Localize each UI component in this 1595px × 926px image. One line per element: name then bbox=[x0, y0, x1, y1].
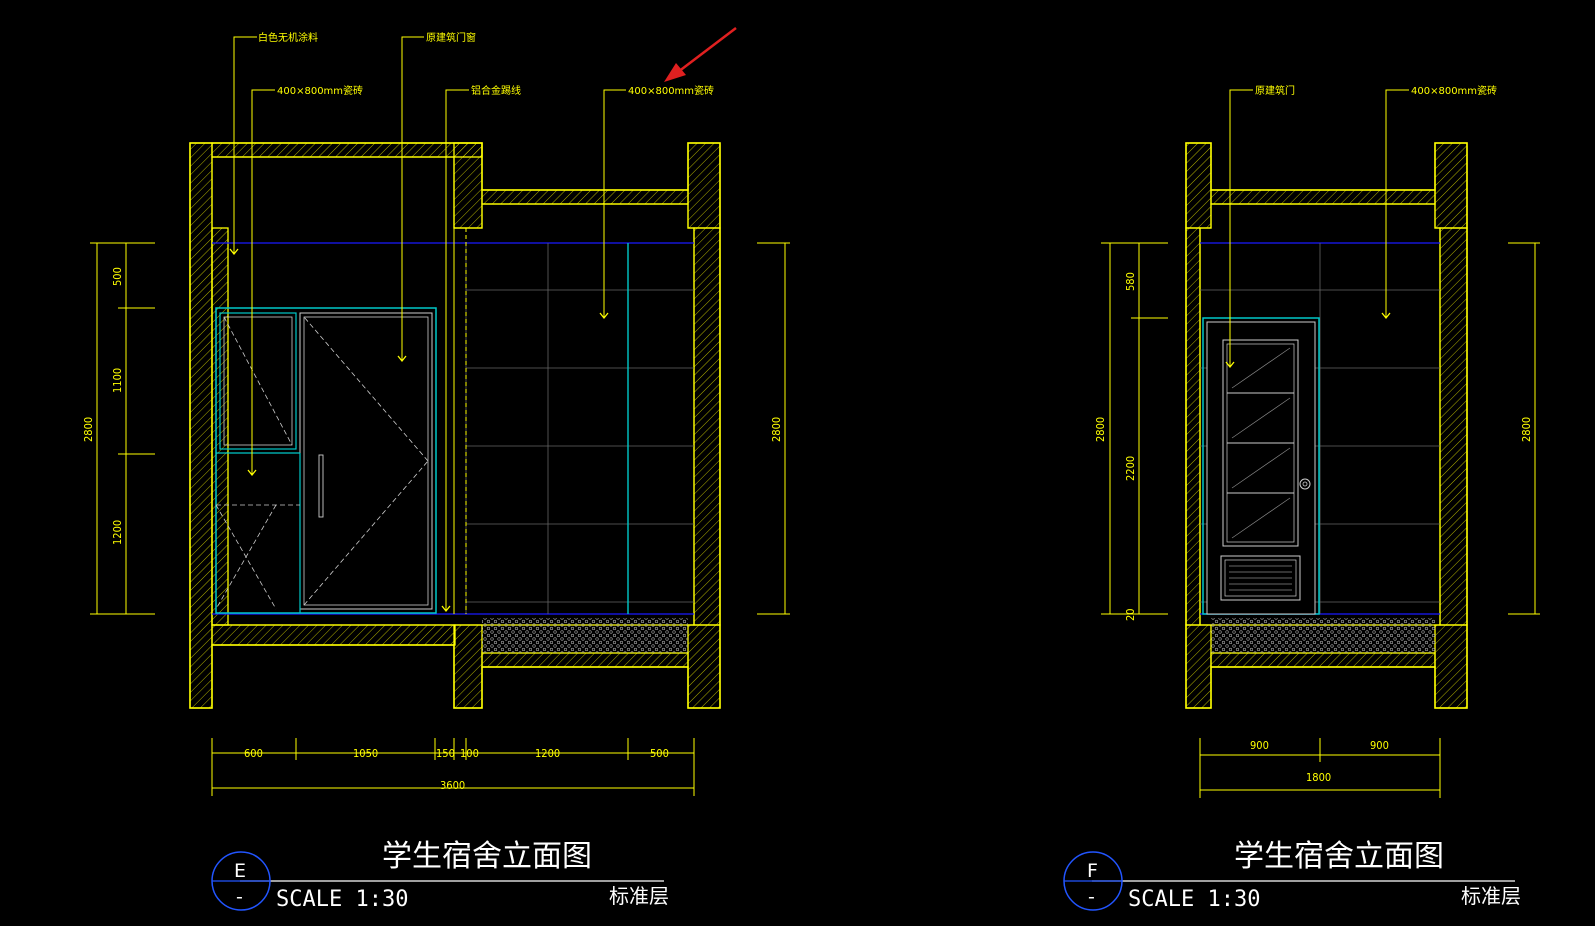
f-outline bbox=[1185, 142, 1468, 709]
f-dim-left-1: 580 bbox=[1124, 272, 1137, 291]
f-structure-walls bbox=[1185, 142, 1468, 709]
e-dim-left-1: 500 bbox=[111, 267, 124, 286]
elevation-e: 白色无机涂料 原建筑门窗 400×800mm瓷砖 铝合金踢线 400×800mm… bbox=[82, 27, 790, 912]
f-dim-lines bbox=[1101, 242, 1540, 798]
e-title: 学生宿舍立面图 bbox=[382, 839, 592, 874]
e-callout-3: 400×800mm瓷砖 bbox=[277, 84, 363, 97]
e-dim-left-2: 1100 bbox=[111, 368, 124, 393]
e-dim-lines bbox=[90, 242, 790, 796]
f-title: 学生宿舍立面图 bbox=[1234, 839, 1444, 874]
e-dim-bottom-1: 600 bbox=[244, 747, 263, 760]
f-dim-right-total: 2800 bbox=[1520, 417, 1533, 442]
f-callout-2: 400×800mm瓷砖 bbox=[1411, 84, 1497, 97]
e-leaders bbox=[233, 36, 626, 610]
e-dim-bottom-3: 150 bbox=[436, 747, 455, 760]
e-dim-left-3: 1200 bbox=[111, 520, 124, 545]
e-scale: SCALE 1:30 bbox=[276, 887, 408, 912]
e-inner-frame bbox=[211, 156, 695, 626]
f-level: 标准层 bbox=[1461, 884, 1521, 908]
e-dim-bottom-total: 3600 bbox=[440, 779, 465, 792]
e-callout-1: 白色无机涂料 bbox=[258, 31, 318, 44]
e-dim-bottom-6: 500 bbox=[650, 747, 669, 760]
f-dim-left-total: 2800 bbox=[1094, 417, 1107, 442]
red-arrow-annotation bbox=[664, 27, 737, 82]
f-section-mark: F bbox=[1087, 860, 1098, 882]
e-dim-bottom-2: 1050 bbox=[353, 747, 378, 760]
e-outline bbox=[189, 142, 721, 709]
f-section-sub: - bbox=[1088, 886, 1095, 908]
e-dim-bottom-4: 100 bbox=[460, 747, 479, 760]
f-dim-bottom-total: 1800 bbox=[1306, 771, 1331, 784]
f-floor-gravel bbox=[1211, 618, 1435, 653]
e-callout-2: 原建筑门窗 bbox=[426, 31, 476, 44]
e-level: 标准层 bbox=[609, 884, 669, 908]
e-section-sub: - bbox=[236, 886, 243, 908]
f-door bbox=[1202, 317, 1320, 615]
f-door-knob bbox=[1299, 478, 1311, 490]
f-leader-arrows bbox=[1225, 312, 1391, 369]
f-scale: SCALE 1:30 bbox=[1128, 887, 1260, 912]
e-leader-arrows bbox=[229, 248, 609, 613]
e-dim-bottom-5: 1200 bbox=[535, 747, 560, 760]
f-leaders bbox=[1229, 89, 1409, 366]
e-tile-grid bbox=[465, 243, 694, 614]
f-dim-bottom-2: 900 bbox=[1370, 739, 1389, 752]
f-dim-left-2: 2200 bbox=[1124, 456, 1137, 481]
e-window-door bbox=[215, 307, 437, 614]
e-dim-right-total: 2800 bbox=[770, 417, 783, 442]
f-callout-1: 原建筑门 bbox=[1255, 84, 1295, 97]
elevation-f: 原建筑门 400×800mm瓷砖 900 900 1800 580 2200 2… bbox=[1063, 84, 1540, 912]
e-callout-5: 400×800mm瓷砖 bbox=[628, 84, 714, 97]
e-dim-left-total: 2800 bbox=[82, 417, 95, 442]
e-section-mark: E bbox=[234, 860, 246, 882]
f-dim-left-3: 20 bbox=[1124, 608, 1137, 621]
e-callout-4: 铝合金踢线 bbox=[471, 84, 521, 97]
f-dim-bottom-1: 900 bbox=[1250, 739, 1269, 752]
e-floor-gravel bbox=[482, 618, 688, 653]
